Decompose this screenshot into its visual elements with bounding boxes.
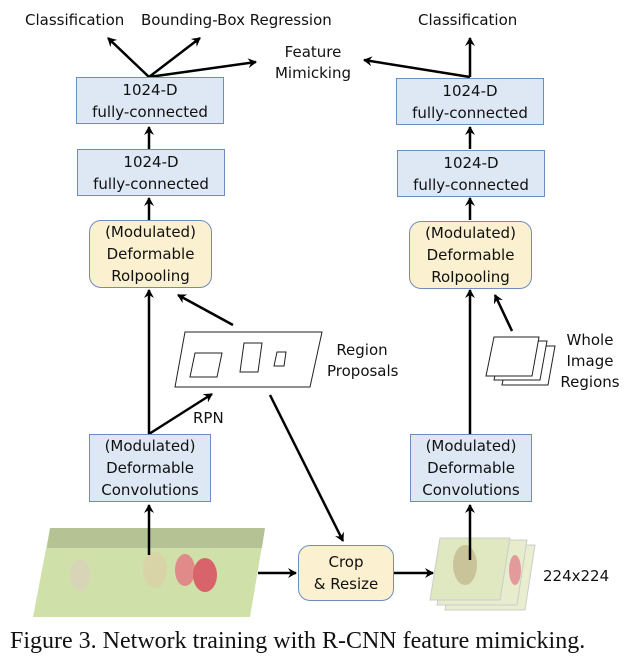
box-line: (Modulated) [425,224,516,242]
bbox-regression-label: Bounding-Box Regression [141,11,332,29]
left-convolutions-box: (Modulated) Deformable Convolutions [89,434,211,502]
left-fc-bottom-box: 1024-D fully-connected [77,149,225,196]
label-line: Whole [566,331,614,349]
right-fc-top-box: 1024-D fully-connected [396,78,544,125]
label-line: Image [566,352,614,370]
box-line: RoIpooling [111,267,190,285]
box-line: (Modulated) [104,437,196,455]
whole-image-regions-shape [485,336,556,386]
box-line: 1024-D [443,153,499,172]
box-line: fully-connected [93,174,209,193]
box-line: 1024-D [123,152,179,171]
box-line: fully-connected [413,175,529,194]
rpn-label: RPN [193,409,224,427]
label-line: Regions [560,373,620,391]
left-fc-top-box: 1024-D fully-connected [76,77,224,124]
box-line: RoIpooling [431,268,510,286]
crop-size-label: 224x224 [543,567,610,585]
label-line: Region [336,341,388,359]
right-fc-bottom-box: 1024-D fully-connected [397,150,545,197]
left-classification-label: Classification [25,11,125,29]
box-line: fully-connected [412,103,528,122]
box-line: Deformable [426,246,515,264]
right-convolutions-box: (Modulated) Deformable Convolutions [410,434,532,502]
feature-mimicking-line2: Mimicking [274,64,352,82]
left-roi-pooling-box: (Modulated) Deformable RoIpooling [89,220,212,288]
feature-mimicking-label: Feature Mimicking [268,42,358,84]
whole-image-regions-label: Whole Image Regions [550,330,630,393]
box-line: (Modulated) [105,223,196,241]
box-line: Crop [328,553,364,571]
box-line: (Modulated) [425,437,517,455]
box-line: Deformable [106,459,194,477]
box-line: 1024-D [122,80,178,99]
region-proposals-shape [174,331,323,388]
crop-resize-box: Crop & Resize [298,545,394,601]
feature-mimicking-line1: Feature [284,43,342,61]
figure-caption: Figure 3. Network training with R-CNN fe… [10,628,586,654]
region-proposals-label: Region Proposals [327,340,399,382]
cropped-images [429,537,536,611]
box-line: 1024-D [442,81,498,100]
box-line: fully-connected [92,102,208,121]
box-line: Deformable [106,245,195,263]
box-line: Deformable [427,459,515,477]
box-line: Convolutions [101,481,199,499]
label-line: Proposals [327,362,399,380]
right-roi-pooling-box: (Modulated) Deformable RoIpooling [409,221,532,289]
right-classification-label: Classification [418,11,518,29]
box-line: & Resize [313,575,379,593]
input-image [33,528,265,617]
box-line: Convolutions [422,481,520,499]
